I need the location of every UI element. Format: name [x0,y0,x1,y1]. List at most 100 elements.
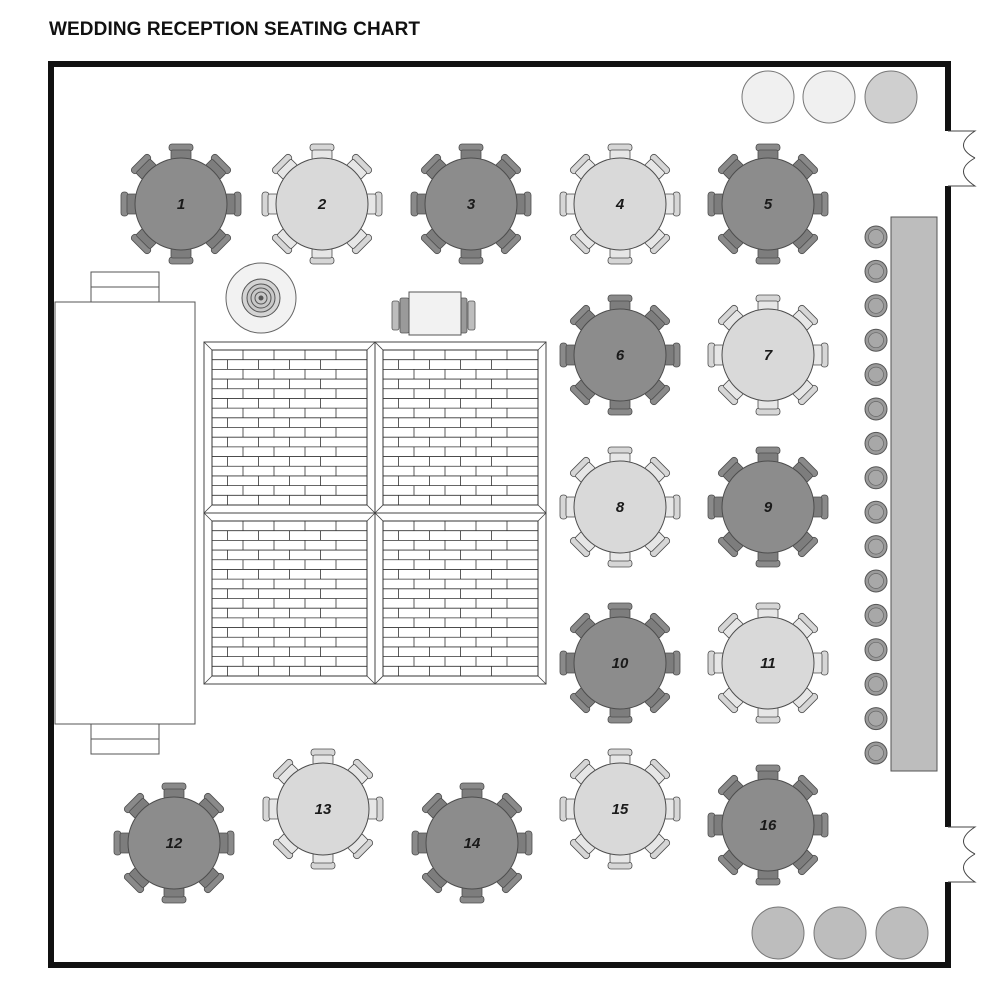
chair [366,796,384,822]
chair [607,550,633,568]
door-opening-bottom [944,827,954,882]
door-bottom[interactable] [948,826,977,883]
chair [569,758,596,785]
door-top[interactable] [948,130,977,187]
chair [755,398,781,416]
guest-table-12[interactable]: 12 [113,782,235,904]
chair [644,456,671,483]
chair [644,304,671,331]
guest-table-4[interactable]: 4 [559,143,681,265]
bar-stools [864,225,888,765]
table-top [573,616,667,710]
guest-table-9[interactable]: 9 [707,446,829,568]
chair [198,867,225,894]
table-number-label: 9 [764,499,773,516]
chair [811,191,829,217]
bar-stool [864,707,888,731]
chair [663,796,681,822]
chair [663,342,681,368]
chair [607,446,633,464]
bar-stool [864,431,888,455]
guest-table-5[interactable]: 5 [707,143,829,265]
chair [717,379,744,406]
chair [168,247,194,265]
guest-table-8[interactable]: 8 [559,446,681,568]
chair [411,830,429,856]
chair [410,191,428,217]
chair [755,706,781,724]
chair [717,531,744,558]
bar-stool [864,259,888,283]
table-top [573,157,667,251]
table-number-label: 7 [764,347,773,364]
guest-table-11[interactable]: 11 [707,602,829,724]
chair [161,782,187,800]
chair [224,191,242,217]
table-number-label: 11 [760,655,776,672]
dance-floor [203,341,547,685]
table-top [573,460,667,554]
chair [261,191,279,217]
chair [707,342,725,368]
bar-stool [864,294,888,318]
table-number-label: 14 [464,835,481,852]
table-number-label: 5 [764,196,773,213]
cocktail-table [741,70,795,124]
chair [811,650,829,676]
guest-table-7[interactable]: 7 [707,294,829,416]
table-number-label: 1 [177,196,185,213]
chair [496,867,523,894]
chair [310,748,336,766]
chair [347,758,374,785]
stage-platform [54,301,196,725]
chair [459,886,485,904]
dance-floor-panel [374,341,547,514]
chair [347,833,374,860]
table-top [573,308,667,402]
guest-table-14[interactable]: 14 [411,782,533,904]
chair [607,247,633,265]
chair [707,650,725,676]
chair [792,849,819,876]
guest-table-16[interactable]: 16 [707,764,829,886]
table-top [721,616,815,710]
page-title: WEDDING RECEPTION SEATING CHART [49,19,421,40]
chair [205,153,232,180]
chair [569,228,596,255]
chair [391,300,400,331]
guest-table-3[interactable]: 3 [410,143,532,265]
chair [707,191,725,217]
table-number-label: 2 [317,196,327,213]
chair [496,792,523,819]
bar-stool [864,638,888,662]
chair [663,494,681,520]
chair [123,792,150,819]
chair [559,650,577,676]
bar-stool [864,328,888,352]
bar-stool [864,672,888,696]
chair [346,153,373,180]
chair [198,792,225,819]
guest-table-10[interactable]: 10 [559,602,681,724]
table-number-label: 8 [616,499,625,516]
chair [607,398,633,416]
chair [569,687,596,714]
table-number-label: 4 [615,196,625,213]
guest-table-15[interactable]: 15 [559,748,681,870]
bar-stool [864,741,888,765]
table-number-label: 13 [315,801,332,818]
guest-table-13[interactable]: 13 [262,748,384,870]
dance-floor-panel [374,512,547,685]
guest-table-1[interactable]: 1 [120,143,242,265]
chair [792,379,819,406]
bar-stool [864,603,888,627]
table-top [721,778,815,872]
dance-floor-panel [203,512,376,685]
guest-table-6[interactable]: 6 [559,294,681,416]
chair [717,849,744,876]
door-opening-top [944,131,954,186]
guest-table-2[interactable]: 2 [261,143,383,265]
chair [130,228,157,255]
bar-stool [864,535,888,559]
